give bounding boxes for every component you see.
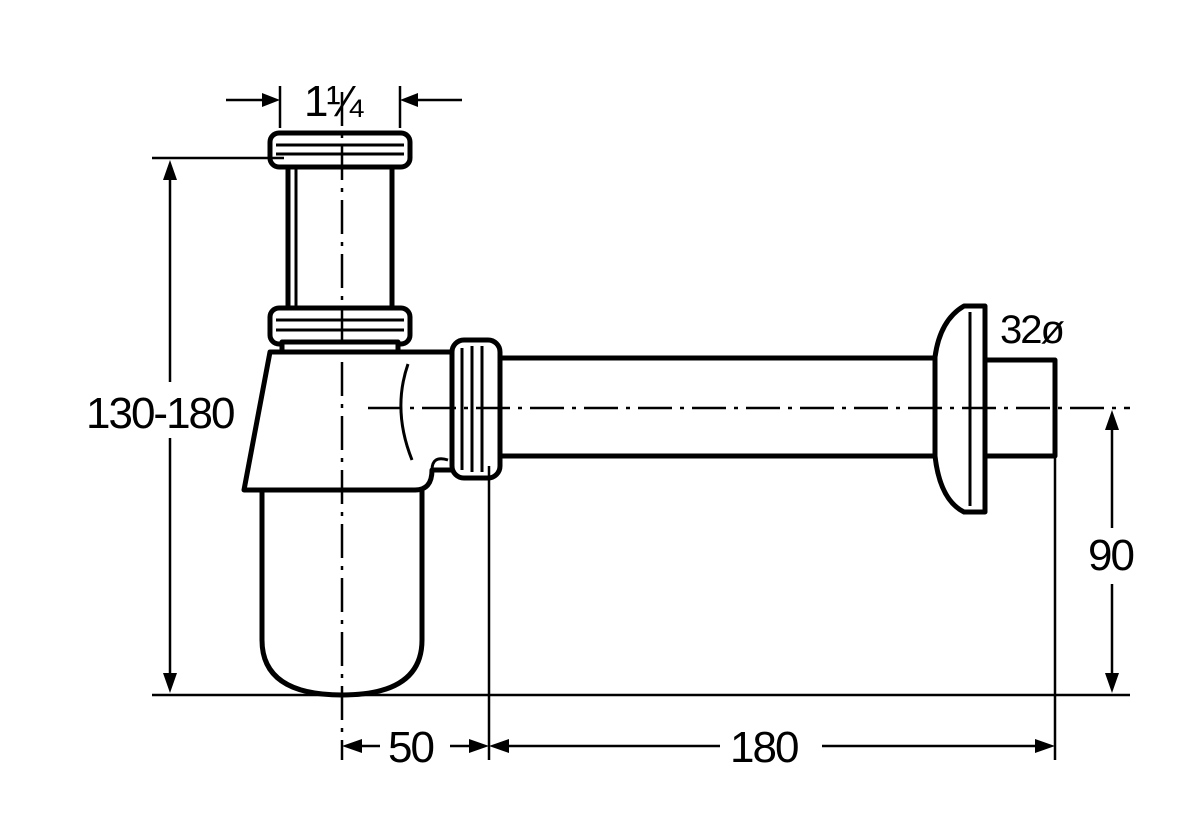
inlet-pipe bbox=[285, 159, 395, 315]
dimension-height-range: 130-180 bbox=[86, 156, 1130, 697]
middle-coupling-nut bbox=[267, 305, 413, 355]
dimension-inlet: 1¼ bbox=[226, 77, 462, 128]
dimension-offset-label: 50 bbox=[388, 723, 433, 772]
trap-body bbox=[241, 349, 461, 493]
top-coupling-nut bbox=[267, 130, 413, 170]
dimension-outlet-height-label: 90 bbox=[1088, 531, 1133, 580]
dimension-outlet-diameter: 32ø bbox=[1000, 308, 1066, 352]
dimension-height-range-label: 130-180 bbox=[86, 389, 234, 438]
dimension-outlet-height: 90 bbox=[1088, 410, 1135, 693]
dimension-length-label: 180 bbox=[730, 723, 798, 772]
dimension-offset: 50 bbox=[342, 466, 491, 772]
dimension-length: 180 bbox=[489, 456, 1057, 772]
dimension-outlet-diameter-label: 32ø bbox=[1000, 308, 1064, 352]
dimension-inlet-label: 1¼ bbox=[304, 77, 364, 126]
